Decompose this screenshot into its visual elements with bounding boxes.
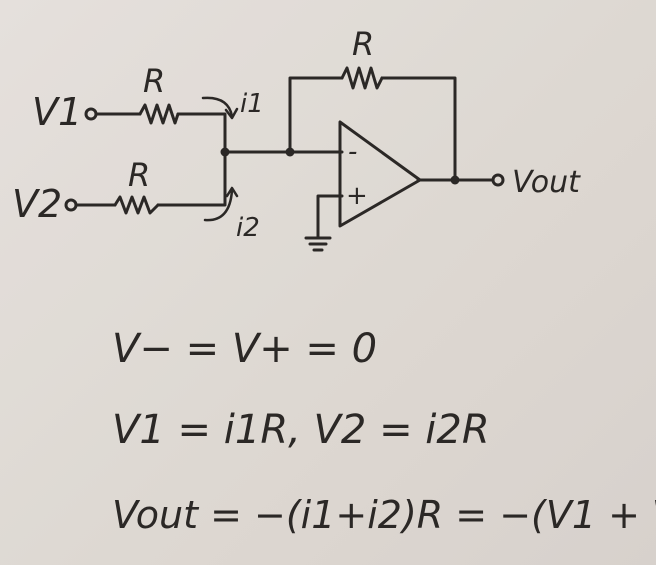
v2-terminal xyxy=(64,198,78,212)
circuit-wires xyxy=(74,76,494,240)
label-i2: i2 xyxy=(236,213,260,243)
current-arrow-i2-head xyxy=(225,186,239,198)
label-i1: i1 xyxy=(240,89,264,119)
current-arrow-i2 xyxy=(203,188,234,222)
equation-1: V− = V+ = 0 xyxy=(112,326,377,372)
label-noninverting-input: + xyxy=(346,181,368,211)
label-r1: R xyxy=(143,62,165,100)
equation-2: V1 = i1R, V2 = i2R xyxy=(112,407,490,453)
label-vout: Vout xyxy=(512,165,581,200)
output-junction-dot xyxy=(450,175,460,185)
label-v1: V1 xyxy=(32,90,82,134)
summing-junction-dot xyxy=(220,147,230,157)
current-arrow-i1 xyxy=(201,96,234,118)
resistor-r2 xyxy=(113,195,160,215)
current-arrow-i1-head xyxy=(224,107,239,120)
ground-icon xyxy=(304,236,332,252)
v1-terminal xyxy=(84,107,98,121)
resistor-r1 xyxy=(138,103,180,125)
label-r2: R xyxy=(128,156,150,194)
label-r-feedback: R xyxy=(352,25,374,63)
op-amp-symbol xyxy=(338,120,422,228)
resistor-feedback xyxy=(340,66,384,90)
equation-3: Vout = −(i1+i2)R = −(V1 + V2) xyxy=(112,493,656,537)
vout-terminal xyxy=(491,173,505,187)
feedback-junction-dot xyxy=(285,147,295,157)
label-inverting-input: - xyxy=(348,137,357,167)
label-v2: V2 xyxy=(12,182,62,226)
